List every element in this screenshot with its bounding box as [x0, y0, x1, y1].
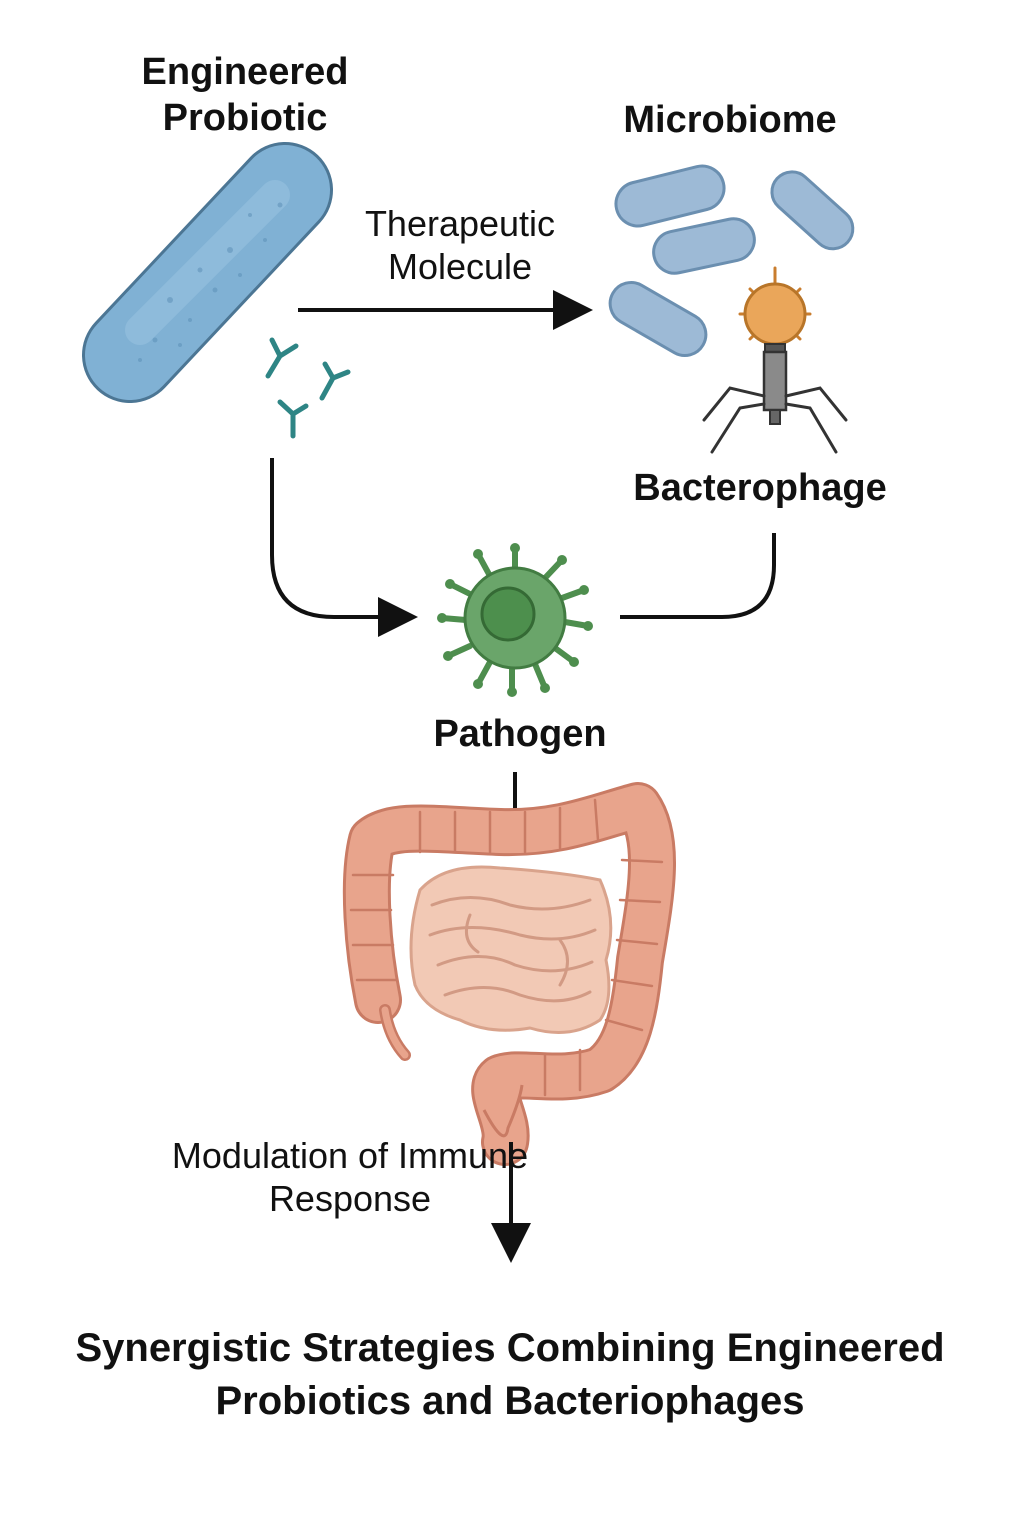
immune-modulation-label: Modulation of Immune Response: [171, 1135, 529, 1220]
antibody-icon: [265, 337, 351, 439]
diagram-title: Synergistic Strategies Combining Enginee…: [75, 1326, 945, 1424]
bacteriophage-icon: [702, 266, 848, 454]
arrow-to-pathogen: [270, 458, 418, 637]
intestine-icon: [342, 782, 676, 1166]
probiotic-label: Engineered Probiotic: [141, 51, 349, 139]
connector-phage-pathogen: [620, 533, 776, 619]
pathogen-icon: [437, 543, 593, 697]
pathogen-label: Pathogen: [433, 713, 607, 755]
probiotic-bacterium-icon: [82, 142, 333, 403]
bacteriophage-label: Bacterophage: [633, 467, 887, 509]
therapeutic-molecule-label: Therapeutic Molecule: [364, 203, 556, 288]
microbiome-label: Microbiome: [623, 99, 837, 141]
microbiome-bacteria-icon: [608, 164, 855, 357]
